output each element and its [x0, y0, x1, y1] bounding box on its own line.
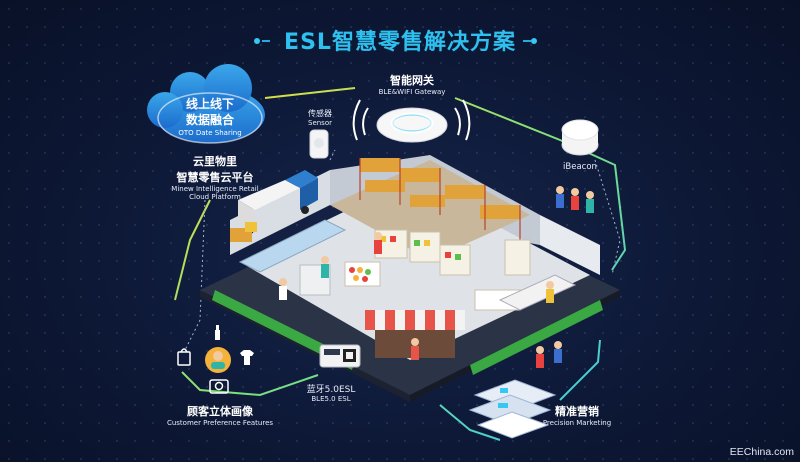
sensor-label: 传感器 Sensor	[298, 108, 342, 127]
watermark: EEChina.com	[729, 446, 794, 458]
title-line-right	[523, 40, 531, 42]
marketing-label: 精准营销 Precision Marketing	[535, 403, 619, 427]
title-row: ESL智慧零售解决方案	[0, 24, 800, 56]
cloud-label: 线上线下 数据融合 OTO Date Sharing	[162, 96, 258, 137]
connection-loop	[174, 87, 627, 441]
platform-line-2: 智慧零售云平台	[176, 171, 254, 184]
warehouse-shelves	[360, 158, 520, 219]
customer-label: 顾客立体画像 Customer Preference Features	[158, 403, 282, 427]
title-dot-right	[531, 38, 537, 44]
platform-label: 云里物里 智慧零售云平台 Minew Intelligence Retail C…	[160, 153, 270, 201]
esl-title: 蓝牙5.0ESL	[306, 385, 356, 395]
lipstick-icon	[215, 325, 220, 340]
marketing-subtitle: Precision Marketing	[542, 419, 612, 427]
esl-subtitle: BLE5.0 ESL	[311, 395, 351, 403]
cloud-line-2: 数据融合	[185, 113, 234, 127]
gateway-label: 智能网关 BLE&WIFI Gateway	[362, 72, 462, 96]
platform-line-1: 云里物里	[193, 155, 237, 168]
sensor-icon	[309, 129, 329, 159]
cloud-line-3: OTO Date Sharing	[178, 129, 242, 137]
freezer-counter	[238, 219, 347, 273]
title-line-left	[262, 40, 270, 42]
ibeacon-title: iBeacon	[563, 162, 597, 172]
gateway-icon	[352, 99, 471, 143]
title-dot-left	[254, 38, 260, 44]
page-title: ESL智慧零售解决方案	[284, 30, 516, 55]
hedge	[470, 300, 603, 375]
platform-line-3: Minew Intelligence Retail	[171, 185, 259, 193]
shoppers	[279, 186, 594, 368]
ibeacon-icon	[561, 119, 599, 156]
shopping-bag-icon	[177, 348, 191, 366]
esl-label: 蓝牙5.0ESL BLE5.0 ESL	[298, 382, 364, 403]
customer-title: 顾客立体画像	[187, 405, 253, 418]
platform-line-4: Cloud Platform	[189, 193, 241, 201]
camera-icon	[209, 379, 229, 394]
esl-tag-icon	[319, 344, 361, 368]
shelf-frames	[359, 158, 521, 245]
customer-avatar-icon	[205, 347, 231, 373]
dashed-link	[184, 199, 206, 351]
dashed-link	[329, 149, 336, 161]
ibeacon-label: iBeacon	[558, 162, 602, 172]
forklift-pallets	[230, 222, 257, 242]
gateway-subtitle: BLE&WIFI Gateway	[378, 88, 446, 96]
checkout-counter	[498, 274, 577, 311]
sensor-title: 传感器	[308, 109, 332, 118]
cloud-line-1: 线上线下	[185, 97, 234, 111]
customer-subtitle: Customer Preference Features	[166, 419, 274, 427]
gateway-title: 智能网关	[390, 74, 434, 87]
awning-stripes	[365, 310, 455, 330]
marketing-title: 精准营销	[555, 405, 599, 418]
tshirt-icon	[240, 350, 254, 365]
store-wall-right	[540, 215, 600, 275]
marketing-screens-icon	[468, 379, 557, 439]
products	[349, 236, 461, 282]
sensor-subtitle: Sensor	[308, 119, 332, 127]
hedge	[212, 290, 355, 370]
cloud-icon	[147, 64, 265, 144]
